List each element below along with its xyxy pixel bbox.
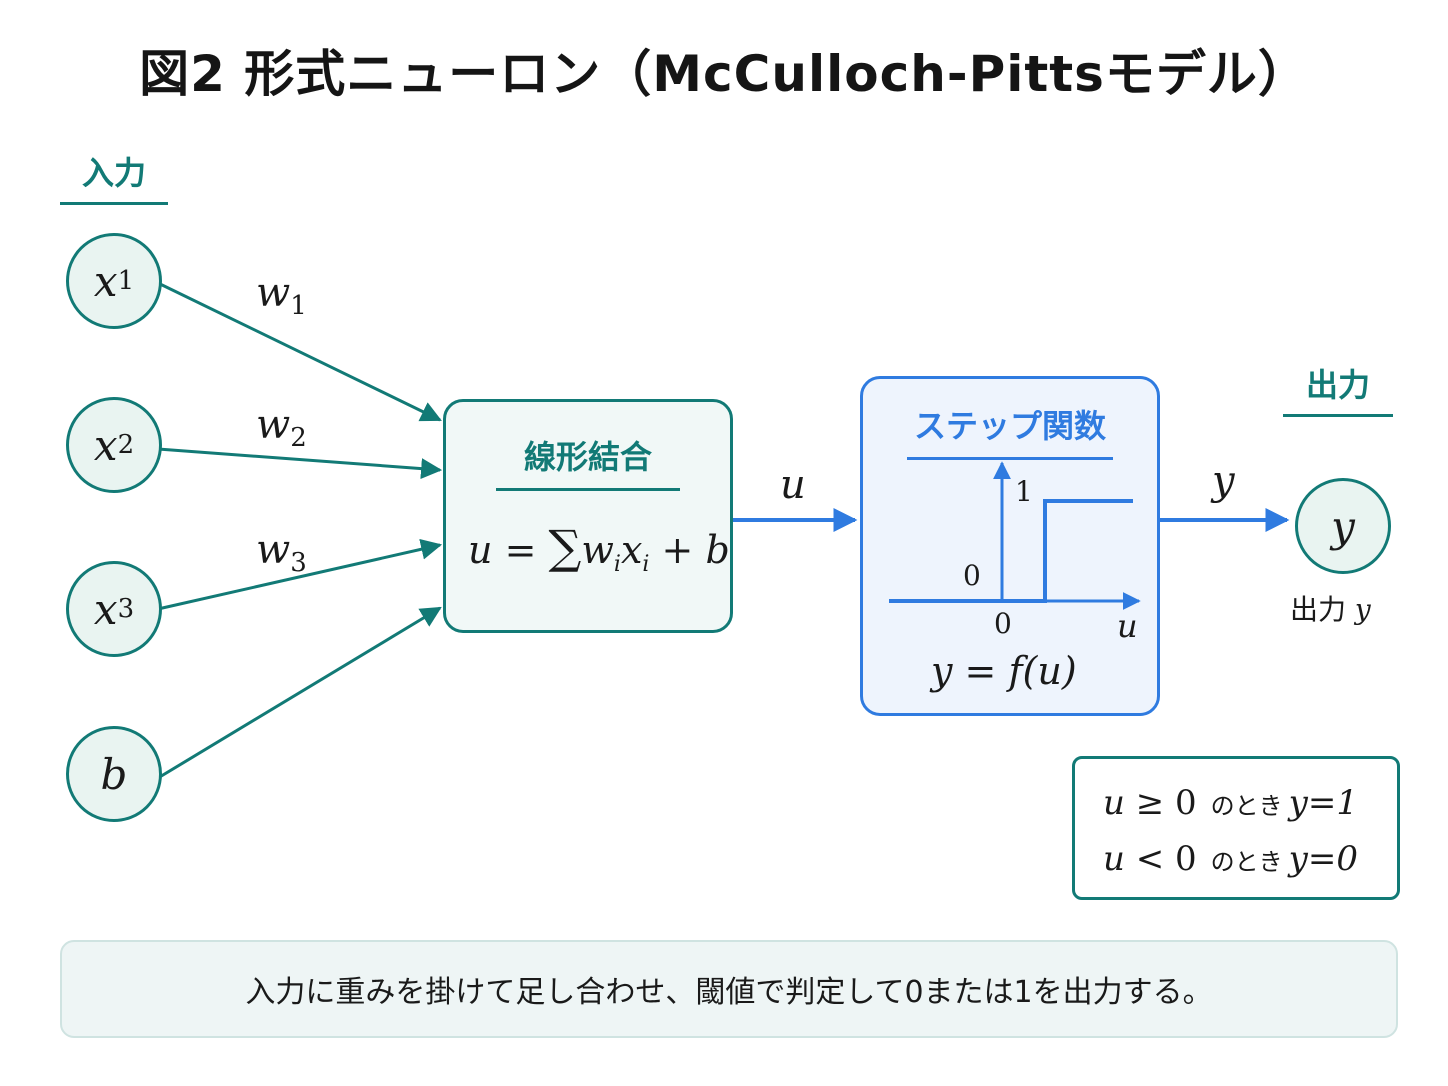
summary-caption: 入力に重みを掛けて足し合わせ、閾値で判定して0または1を出力する。 bbox=[60, 940, 1398, 1038]
weight-label-w2: w2 bbox=[256, 402, 307, 453]
linear-combination-formula: u = ∑wixi + b bbox=[468, 520, 730, 577]
u-signal-label: u bbox=[780, 462, 806, 508]
figure-title: 図2 形式ニューロン（McCulloch-Pittsモデル） bbox=[139, 45, 1309, 103]
step-function-formula: y = f(u) bbox=[931, 649, 1077, 693]
input-node-bias: b bbox=[66, 726, 162, 822]
weight-label-w1: w1 bbox=[256, 270, 307, 321]
linear-combination-heading: 線形結合 bbox=[496, 432, 680, 491]
input-header: 入力 bbox=[60, 148, 168, 205]
step-y-tick-zero: 0 bbox=[963, 559, 981, 592]
weight-label-w3: w3 bbox=[256, 527, 307, 578]
step-function-heading: ステップ関数 bbox=[907, 401, 1113, 460]
linear-combination-box: 線形結合 u = ∑wixi + b bbox=[443, 399, 733, 633]
step-x-tick-zero: 0 bbox=[994, 607, 1012, 640]
output-header: 出力 bbox=[1283, 360, 1393, 417]
edge-b bbox=[157, 606, 442, 780]
step-function-box: ステップ関数 1 0 0 u y = f(u) bbox=[860, 376, 1160, 716]
step-y-tick-one: 1 bbox=[1015, 475, 1033, 508]
step-curve bbox=[889, 499, 1133, 603]
y-signal-label: y bbox=[1212, 458, 1235, 504]
edge-x1 bbox=[157, 281, 442, 422]
edge-x2 bbox=[157, 447, 443, 480]
edge-x3 bbox=[157, 538, 443, 611]
output-caption: 出力 y bbox=[1290, 593, 1371, 626]
step-function-graph bbox=[889, 461, 1141, 610]
step-x-axis-label: u bbox=[1117, 607, 1138, 645]
output-node-y: y bbox=[1295, 478, 1391, 574]
